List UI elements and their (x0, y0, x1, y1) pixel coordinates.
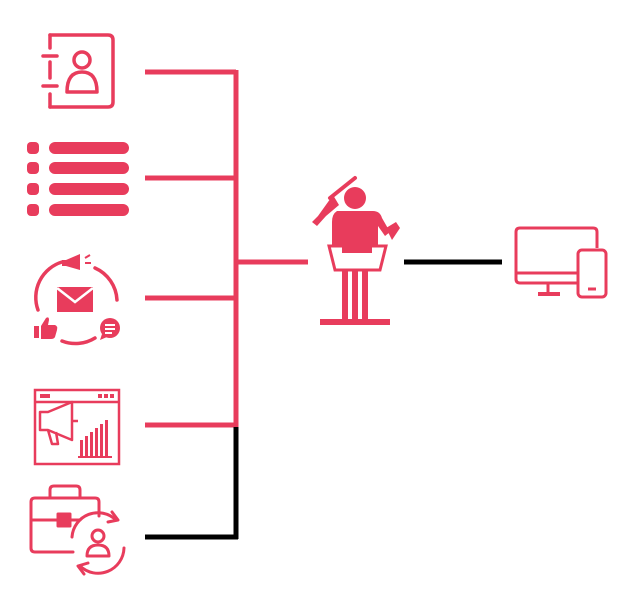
desktop-mobile-devices-icon (514, 226, 608, 299)
connectors (145, 69, 502, 540)
bulleted-list-icon (27, 142, 129, 216)
email-marketing-cycle-icon (34, 254, 120, 346)
briefcase-user-sync-icon (29, 484, 126, 576)
contact-book-icon (41, 33, 115, 109)
conductor-podium-icon (312, 176, 400, 325)
web-analytics-campaign-icon (33, 388, 121, 466)
